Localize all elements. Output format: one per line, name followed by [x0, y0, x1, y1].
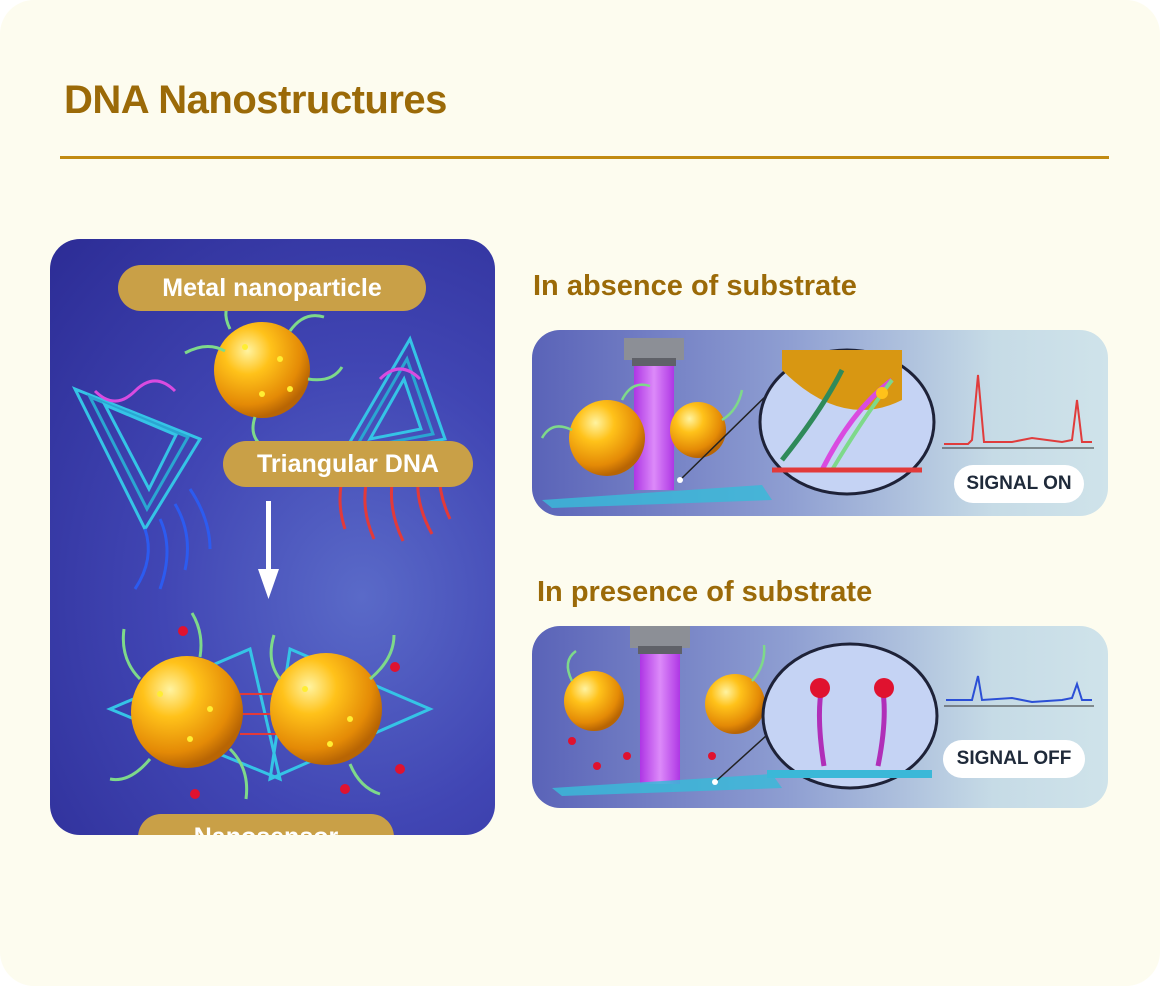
metal-nanoparticle-icon: [184, 297, 344, 447]
nanostructure-illustration: [71, 297, 452, 800]
title-divider: [60, 156, 1109, 159]
nanosensor-label: Nanosensor: [138, 814, 394, 835]
absence-illustration: [540, 338, 1094, 508]
page-title: DNA Nanostructures: [64, 78, 447, 122]
signal-on-badge: SIGNAL ON: [954, 465, 1084, 503]
magnified-view-icon: [761, 642, 939, 790]
laser-beam-icon: [630, 626, 690, 784]
presence-illustration: [552, 626, 1094, 796]
triangular-dna-icon: [337, 335, 452, 542]
triangular-dna-label: Triangular DNA: [223, 441, 473, 487]
spectrum-chart-icon: [944, 675, 1094, 707]
spectrum-chart-icon: [942, 374, 1094, 449]
presence-scene: SIGNAL OFF: [532, 626, 1108, 808]
absence-heading: In absence of substrate: [533, 270, 857, 302]
nanostructure-panel: Metal nanoparticle Triangular DNA Nanose…: [50, 239, 495, 835]
magnified-view-icon: [758, 348, 936, 496]
triangular-dna-icon: [71, 379, 212, 590]
signal-off-badge: SIGNAL OFF: [943, 740, 1085, 778]
nanosensor-icon: [106, 612, 434, 800]
presence-heading: In presence of substrate: [537, 576, 873, 608]
down-arrow-icon: [258, 501, 279, 599]
absence-scene: SIGNAL ON: [532, 330, 1108, 516]
metal-nanoparticle-label: Metal nanoparticle: [118, 265, 426, 311]
